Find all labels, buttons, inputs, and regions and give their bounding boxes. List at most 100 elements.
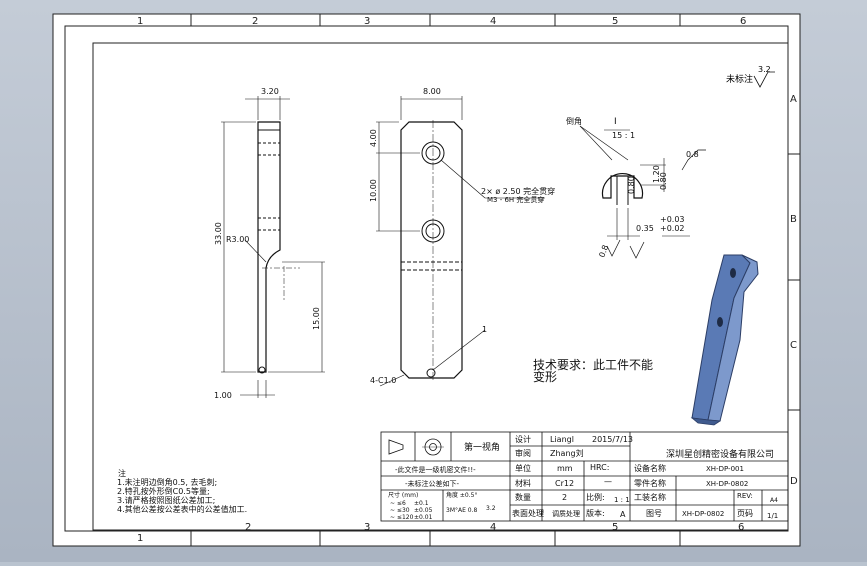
page-value: 1/1 — [767, 512, 778, 520]
detail-dim-080: 0.80 — [659, 172, 668, 190]
detail-dim-035: 0.35 — [636, 224, 654, 233]
zone-labels: 1 2 3 4 5 6 1 2 3 4 5 6 A B C D — [137, 16, 798, 544]
tol-finish: 3M°AE 0.8 — [446, 507, 478, 514]
zone-col-5: 5 — [612, 16, 618, 27]
device-value: XH-DP-001 — [706, 465, 744, 473]
rev-label: REV: — [737, 492, 753, 500]
part-value: XH-DP-0802 — [706, 480, 748, 488]
zone-col-1-bottom: 1 — [137, 533, 143, 544]
tol-row-1-range: ~ ≤6 — [390, 500, 406, 507]
ratio-label: 比例: — [586, 492, 605, 502]
zone-col-3-bottom: 3 — [364, 522, 370, 533]
unit-label: 单位 — [515, 463, 531, 473]
zone-col-6: 6 — [740, 16, 746, 27]
design-date: 2015/7/13 — [592, 435, 633, 444]
front-width-dim: 8.00 — [423, 87, 441, 96]
surface-roughness-note: 未标注 3.2 — [726, 65, 775, 88]
zone-row-a: A — [790, 94, 797, 105]
surface-note-value: 3.2 — [758, 65, 771, 74]
zone-row-b: B — [790, 214, 797, 225]
sheet — [52, 13, 801, 547]
note-item-2: 2.特孔按外形倒C0.5等量; — [117, 486, 210, 496]
side-bottom-dim: 1.00 — [214, 391, 232, 400]
side-radius-dim: R3.00 — [226, 235, 249, 244]
surface-label: 表面处理 — [512, 508, 544, 518]
tech-requirement-line1: 技术要求：此工件不能 — [533, 358, 653, 372]
tol-size-header: 尺寸 (mm) — [388, 491, 418, 499]
confidential-warning: -此文件是一级机密文件!!- — [395, 465, 476, 474]
tol-row-3-value: ±0.01 — [414, 514, 433, 521]
tech-requirement-line2: 变形 — [533, 369, 557, 384]
design-label: 设计 — [515, 434, 531, 444]
notes-title: 注 — [118, 468, 126, 478]
tech-requirement: 技术要求：此工件不能 变形 — [533, 358, 653, 384]
drawing-frame — [92, 42, 789, 531]
tol-angle-header: 角度 ±0.5° — [446, 491, 477, 499]
front-view-dims: 8.00 4.00 10.00 2× ø 2.50 完全贯穿 M3 - 6H 完… — [369, 87, 555, 385]
detail-scale: 15 : 1 — [612, 131, 635, 140]
zone-col-2: 2 — [252, 16, 258, 27]
qty-value: 2 — [562, 493, 567, 502]
design-name: Liangl — [550, 435, 574, 444]
device-label: 设备名称 — [634, 463, 666, 473]
chamfer-dim: 4-C1.0 — [370, 376, 396, 385]
detail-balloon: 1 — [482, 325, 487, 334]
front-4-dim: 4.00 — [369, 129, 378, 147]
front-view — [376, 96, 545, 387]
note-item-4: 4.其他公差按公差表中的公差值加工. — [117, 504, 247, 514]
roughness-symbol-icon — [753, 71, 775, 88]
material-value: Cr12 — [555, 479, 574, 488]
part-label: 零件名称 — [634, 478, 666, 488]
surface-value: 调质处理 — [552, 509, 580, 518]
side-width-dim: 3.20 — [261, 87, 279, 96]
title-block — [380, 431, 789, 522]
detail-view — [579, 125, 706, 259]
projection-label: 第一视角 — [464, 441, 500, 453]
detail-roughness-top: 0.8 — [686, 150, 699, 159]
version-value: A — [620, 510, 626, 519]
front-10-dim: 10.00 — [369, 179, 378, 202]
detail-tol-lower: +0.02 — [660, 224, 685, 233]
side-height-dim: 33.00 — [214, 222, 223, 245]
drawno-label: 图号 — [646, 509, 662, 518]
zone-row-c: C — [790, 340, 797, 351]
surface-note-label: 未标注 — [726, 73, 753, 85]
detail-dim-080-b: 0.80 — [627, 176, 636, 194]
detail-view-dims: 倒角 I 15 : 1 0.8 1.20 0.80 0.80 0.35 +0.0… — [566, 116, 699, 259]
tol-row-3-range: ~ ≤120 — [390, 514, 414, 521]
zone-row-d: D — [790, 476, 798, 487]
detail-tol-upper: +0.03 — [660, 215, 685, 224]
zone-ticks — [190, 14, 800, 546]
ratio-value: 1 : 1 — [614, 496, 630, 504]
tol-row-1-value: ±0.1 — [414, 500, 429, 507]
unit-value: mm — [557, 464, 573, 473]
side-view — [221, 96, 325, 398]
zone-col-2-bottom: 2 — [245, 522, 251, 533]
page-label: 页码 — [737, 509, 753, 518]
zone-col-3: 3 — [364, 16, 370, 27]
detail-dim-120: 1.20 — [652, 165, 661, 183]
note-item-3: 3.请严格按照图纸公差加工; — [117, 495, 215, 505]
isometric-part-render — [690, 254, 759, 426]
side-15-dim: 15.00 — [312, 307, 321, 330]
zone-col-5-bottom: 5 — [612, 522, 618, 533]
hrc-value: — — [604, 477, 612, 486]
side-view-dims: 3.20 33.00 R3.00 15.00 1.00 — [214, 87, 321, 400]
hole-callout-2: M3 - 6H 完全贯穿 — [487, 195, 544, 204]
tol-row-2-value: ±0.05 — [414, 507, 433, 514]
review-label: 审阅 — [515, 448, 531, 458]
tol-row-2-range: ~ ≤30 — [390, 507, 410, 514]
title-block-text: 第一视角 设计 Liangl 2015/7/13 审阅 Zhang刘 -此文件是… — [388, 434, 778, 521]
zone-col-6-bottom: 6 — [738, 522, 744, 533]
review-name: Zhang刘 — [550, 448, 584, 458]
rev-value: A4 — [770, 497, 778, 504]
tol-finish-2: 3.2 — [486, 505, 496, 512]
qty-label: 数量 — [515, 492, 531, 502]
company-name: 深圳星创精密设备有限公司 — [666, 448, 774, 460]
detail-roughness-bottom: 0.8 — [597, 244, 610, 259]
drawno-value: XH-DP-0802 — [682, 510, 724, 518]
hole-callout-1: 2× ø 2.50 完全贯穿 — [481, 186, 555, 196]
hrc-label: HRC: — [590, 463, 609, 472]
